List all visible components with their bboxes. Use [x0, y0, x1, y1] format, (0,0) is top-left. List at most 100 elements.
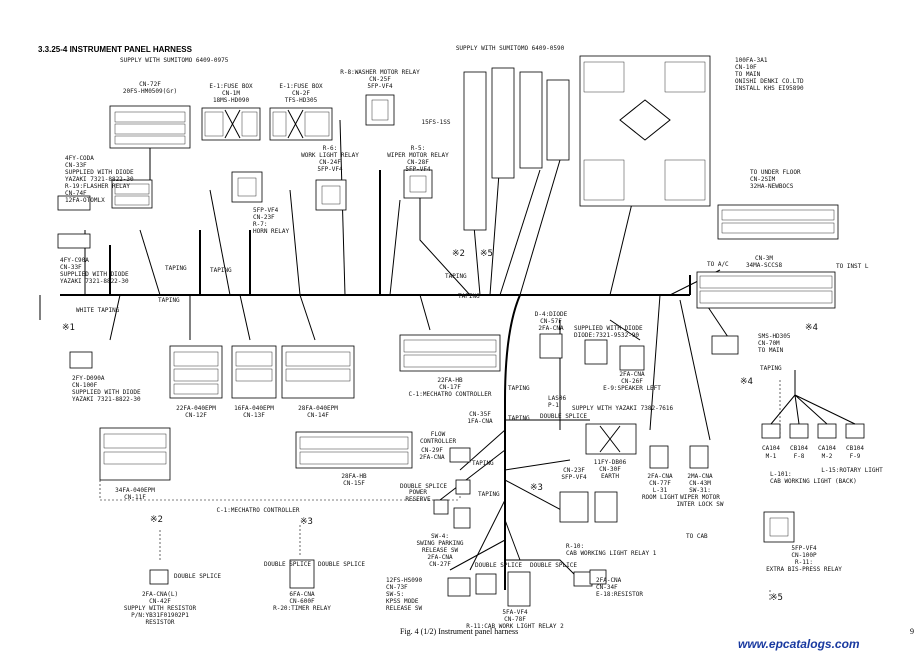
label-line: 28FA-040EPM: [298, 405, 338, 412]
label-line: CN-100F: [72, 382, 98, 389]
ref-mark-5: ※5: [480, 249, 493, 259]
connector-label-supply-yazaki: SUPPLY WITH YAZAKI 7382-7616: [572, 405, 674, 412]
taping-label: TAPING: [508, 415, 530, 422]
label-line: E-1:FUSE BOX: [209, 83, 253, 90]
main-trunk: [39, 110, 731, 590]
label-line: 2FA-CNA: [538, 325, 564, 332]
ref-mark-3: ※3: [300, 517, 313, 527]
label-line: TO MAIN: [758, 347, 784, 354]
label-line: CN-29F: [421, 447, 443, 454]
double-splice-label: DOUBLE SPLICE: [264, 561, 311, 568]
diagram-title: 3.3.25-4 INSTRUMENT PANEL HARNESS: [38, 45, 193, 54]
connector-cn-2sim: [717, 204, 839, 240]
connector-label-to-cab: TO CAB: [686, 533, 708, 540]
label-line: 1FA-CNA: [467, 418, 493, 425]
label-line: CN-43M: [689, 480, 711, 487]
taping-label: TAPING: [210, 267, 232, 274]
label-line: 5FP-VF4: [253, 207, 279, 214]
label-line: 2FA-CNA: [596, 577, 622, 584]
connector-label-ca-labels: CA104: [762, 445, 780, 452]
label-line: 12FS-HS090: [386, 577, 423, 584]
label-line: CN-33F: [60, 264, 82, 271]
double-splice-label: DOUBLE SPLICE: [540, 413, 587, 420]
label-line: 5FP-VF4: [367, 83, 393, 90]
label-line: HORN RELAY: [253, 228, 290, 235]
label-line: L-101:: [770, 471, 792, 478]
connector-cn-11f: [99, 427, 171, 481]
connector-cn-1m: [201, 107, 261, 141]
label-line: SUPPLY WITH RESISTOR: [124, 605, 197, 612]
label-line: CN-23F: [563, 467, 585, 474]
label-line: 2FA-CNA: [419, 454, 445, 461]
label-line: 22FA-040EPM: [176, 405, 216, 412]
label-line: 2FA-CNA: [619, 371, 645, 378]
label-line: TO UNDER FLOOR: [750, 169, 801, 176]
label-line: RELEASE SW: [422, 547, 459, 554]
connector-cn-600f: [289, 559, 315, 589]
connector-cn-73f: [447, 571, 593, 607]
double-splice-label: DOUBLE SPLICE: [318, 561, 365, 568]
label-line: CN-17F: [439, 384, 461, 391]
label-line: RESERVE: [405, 496, 431, 503]
label-line: CN-15F: [343, 480, 365, 487]
label-line: YAZAKI 7321-8822-30: [65, 176, 134, 183]
connector-cn-23f: [231, 171, 263, 203]
label-line: INSTALL KHS EI95890: [735, 85, 804, 92]
label-line: SUPPLY WITH SUMITOMO 6409-0975: [120, 57, 229, 64]
label-line: R-11:CAB WORK LIGHT RELAY 2: [466, 623, 564, 630]
label-line: CN-72F: [139, 81, 161, 88]
label-line: CN-78F: [504, 616, 526, 623]
label-line: SMS-HD305: [758, 333, 791, 340]
ref-mark-5: ※5: [770, 593, 783, 603]
double-splice-label: DOUBLE SPLICE: [530, 562, 577, 569]
label-line: CN-33F: [65, 162, 87, 169]
connector-cn-24f: [315, 179, 347, 211]
label-line: WIPER MOTOR: [680, 494, 720, 501]
label-line: RESISTOR: [146, 619, 175, 626]
label-line: TO INST L: [836, 263, 869, 270]
label-line: CN-3M: [755, 255, 773, 262]
connector-label-ca-labels: F-9: [850, 453, 861, 460]
label-line: R-5:: [411, 145, 425, 152]
label-line: TO MAIN: [735, 71, 761, 78]
label-line: SW-4:: [431, 533, 449, 540]
label-line: P-1: [548, 402, 559, 409]
label-line: CN-13F: [243, 412, 265, 419]
label-line: CAB WORKING LIGHT (BACK): [770, 478, 857, 485]
label-line: E-18:RESISTOR: [596, 591, 643, 598]
label-line: CN-1M: [222, 90, 240, 97]
page-number: 9: [910, 627, 914, 636]
label-line: SUPPLIED WITH DIODE: [574, 325, 643, 332]
label-line: 5FP-VF4: [405, 166, 431, 173]
taping-label: TAPING: [508, 385, 530, 392]
label-line: 5FP-VF4: [791, 545, 817, 552]
connector-label-white-taping: WHITE TAPING: [76, 307, 120, 314]
taping-label: TAPING: [472, 460, 494, 467]
label-line: CN-42F: [149, 598, 171, 605]
connector-cn-2f: [269, 107, 333, 141]
taping-label: TAPING: [165, 265, 187, 272]
connector-cn-33f: [57, 195, 91, 249]
double-splice-label: DOUBLE SPLICE: [174, 573, 221, 580]
connector-cn-10f: [579, 55, 711, 207]
label-line: CN-2SIM: [750, 176, 776, 183]
label-line: 20FS-HM0509(Gr): [123, 88, 177, 95]
label-line: 2FA-CNA(L): [142, 591, 178, 598]
label-line: SUPPLY WITH SUMITOMO 6409-0590: [456, 45, 565, 52]
label-line: 2FY-D090A: [72, 375, 105, 382]
connector-cn-30f: [585, 423, 637, 455]
